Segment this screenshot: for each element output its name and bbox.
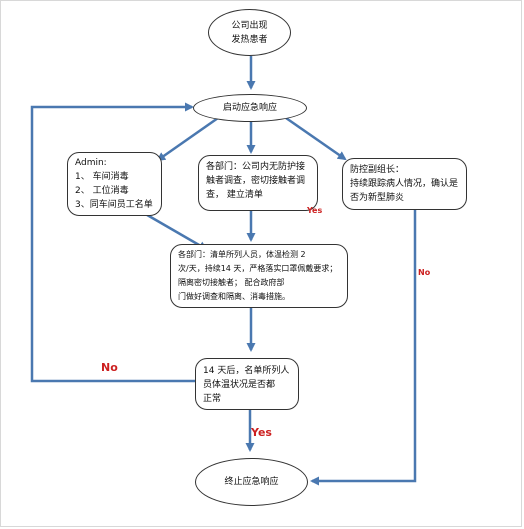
- departments-investigation-node: 各部门：公司内无防护接 触者调查，密切接触者调 查， 建立清单: [198, 155, 318, 211]
- yes-label-bottom: Yes: [251, 426, 272, 439]
- no-label-left: No: [101, 361, 118, 374]
- deputy-leader-line: 防控副组长：: [350, 165, 405, 175]
- admin-line: Admin:: [75, 158, 107, 168]
- departments-investigation-line: 查， 建立清单: [206, 190, 263, 200]
- deputy-leader-line: 否为新型肺炎: [350, 193, 405, 203]
- deputy-leader-line: 持续跟踪病人情况，确认是: [350, 179, 459, 189]
- end-response-label: 终止应急响应: [224, 477, 279, 487]
- arrow-activate-to-deputy: [285, 116, 347, 161]
- check-14-days-line: 员体温状况是否都: [203, 380, 276, 390]
- arrow-activate-to-admin: [156, 116, 219, 162]
- departments-list-node: 各部门：清单所列人员，体温检测 2 次/天，持续14 天，严格落实口罩佩戴要求；…: [170, 244, 348, 308]
- activate-response-node: 启动应急响应: [193, 94, 307, 122]
- end-response-node: 终止应急响应: [195, 458, 308, 506]
- admin-line: 1、 车间消毒: [75, 172, 129, 182]
- start-line: 发热患者: [231, 34, 268, 45]
- arrow-deputy-no-to-end: [310, 210, 417, 486]
- start-node: 公司出现 发热患者: [208, 9, 291, 56]
- arrow-admin-to-list: [141, 210, 208, 251]
- departments-list-line: 各部门：清单所列人员，体温检测 2: [178, 250, 306, 259]
- departments-list-line: 次/天，持续14 天，严格落实口罩佩戴要求；: [178, 264, 338, 273]
- activate-response-label: 启动应急响应: [222, 103, 277, 113]
- check-14-days-line: 正常: [203, 394, 222, 404]
- no-label-right: No: [418, 268, 431, 277]
- start-line: 公司出现: [231, 20, 268, 31]
- admin-line: 2、 工位消毒: [75, 186, 129, 196]
- admin-line: 3、同车间员工名单: [75, 200, 153, 210]
- departments-list-line: 隔离密切接触者； 配合政府部: [178, 278, 285, 287]
- departments-investigation-line: 触者调查，密切接触者调: [206, 176, 306, 186]
- departments-investigation-line: 各部门：公司内无防护接: [206, 162, 306, 172]
- check-14-days-line: 14 天后，名单所列人: [203, 366, 290, 376]
- arrow-check-no-loop: [30, 102, 197, 383]
- admin-node: Admin: 1、 车间消毒 2、 工位消毒 3、同车间员工名单: [67, 152, 162, 216]
- deputy-leader-node: 防控副组长： 持续跟踪病人情况，确认是 否为新型肺炎: [342, 158, 467, 210]
- yes-label-small: Yes: [307, 206, 323, 215]
- check-14-days-node: 14 天后，名单所列人 员体温状况是否都 正常: [195, 358, 299, 410]
- departments-list-line: 门做好调查和隔离、消毒措施。: [178, 292, 290, 301]
